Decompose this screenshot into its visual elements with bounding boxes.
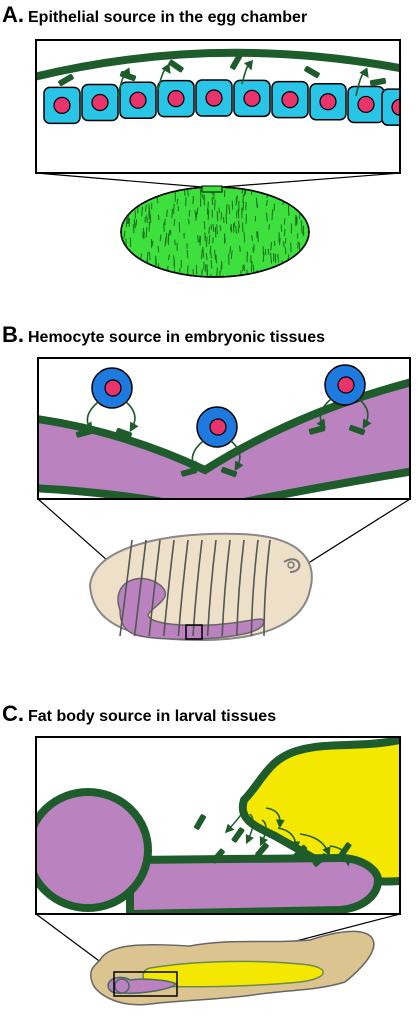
panel-b-frame [37,357,411,500]
panel-a-zoom-box [36,40,400,173]
secretion-arrow [259,819,268,847]
ligand-group-a [58,54,387,97]
nucleus [391,98,400,116]
larva [89,930,375,1006]
secretion-arrow [299,833,331,857]
ligand [220,466,238,478]
panel-b-letter: B. [2,322,24,347]
nucleus [104,379,122,397]
zoom-line-left-a [35,172,203,188]
zoom-line-right-a [221,172,401,188]
ligand [369,77,387,87]
ligand [292,844,308,860]
ligand [304,65,320,79]
epithelial-cell [195,79,233,117]
panel-c-zoom-box [36,737,400,914]
ligand [308,425,326,435]
epithelial-cell [81,83,119,122]
secretion-arrow [316,398,332,429]
nucleus [53,96,71,114]
secretion-arrow [224,807,245,834]
secretion-arrow [83,401,99,432]
epithelial-cell [309,82,347,121]
fat-body [238,737,400,886]
secretion-arrow [241,59,254,85]
panel-a-letter: A. [2,2,24,27]
epithelial-cell [43,86,81,125]
ligand [338,842,352,858]
panel-c-letter: C. [2,701,24,726]
epithelial-cell-row [43,79,400,126]
nucleus [205,89,223,107]
ligand [75,428,93,438]
hemocyte [75,367,139,439]
basement-membrane [36,48,400,81]
panel-b-zoom-box [38,358,410,499]
ligand [348,424,366,436]
ligand [58,73,74,87]
ligand [193,814,207,830]
ligand-group-c [193,807,353,867]
embryonic-tissue [38,382,410,499]
tissue-lower-membrane [38,467,410,499]
secretion-arrow [265,807,285,829]
secretion-arrow [355,67,369,97]
zoom-region-marker-a [201,185,223,193]
zoom-region-marker-c [113,971,178,997]
ligand [231,827,245,843]
nucleus [129,91,147,109]
ligand [312,853,328,867]
secretion-arrow [277,827,301,851]
secretion-arrow [230,440,244,472]
epithelial-cell [347,85,385,124]
zoom-region-marker-b [185,624,203,640]
panel-a-title: A.Epithelial source in the egg chamber [2,2,307,28]
secretion-arrow [245,813,254,845]
nucleus [357,95,375,114]
epithelial-cell [381,88,400,126]
secretion-arrow [358,398,372,430]
hemocyte-group [75,364,372,478]
hemocyte [180,406,244,478]
nucleus [243,89,261,107]
nucleus [209,418,227,436]
nucleus [281,91,299,109]
panel-a-frame [35,39,401,174]
secretion-arrow [125,401,139,433]
egg-chamber [120,186,310,278]
secretion-arrow [117,67,131,97]
panel-b-title: B.Hemocyte source in embryonic tissues [2,322,325,348]
hemocyte [308,364,372,436]
secretion-arrow [329,845,353,867]
epithelial-cell [157,79,195,118]
secretion-arrow [157,63,171,91]
panel-c-frame [35,736,401,915]
nucleus [167,90,185,108]
larval-gut-tissue [126,853,383,914]
ligand [211,848,225,864]
nucleus [91,93,109,112]
secretion-arrow [188,440,204,471]
larval-tissue-lobe [36,788,152,912]
epithelial-cell [233,79,271,118]
panel-c-title-text: Fat body source in larval tissues [28,708,277,725]
ligand [229,54,243,70]
ligand [115,427,133,439]
epithelial-cell [271,80,309,119]
nucleus [337,376,355,394]
panel-b-title-text: Hemocyte source in embryonic tissues [28,329,325,346]
epithelial-cell [119,81,157,119]
embryo [88,532,313,642]
nucleus [319,93,337,111]
panel-a-title-text: Epithelial source in the egg chamber [28,9,308,26]
ligand [168,59,184,73]
ligand [180,467,198,477]
ligand [255,842,269,858]
panel-c-title: C.Fat body source in larval tissues [2,701,276,727]
